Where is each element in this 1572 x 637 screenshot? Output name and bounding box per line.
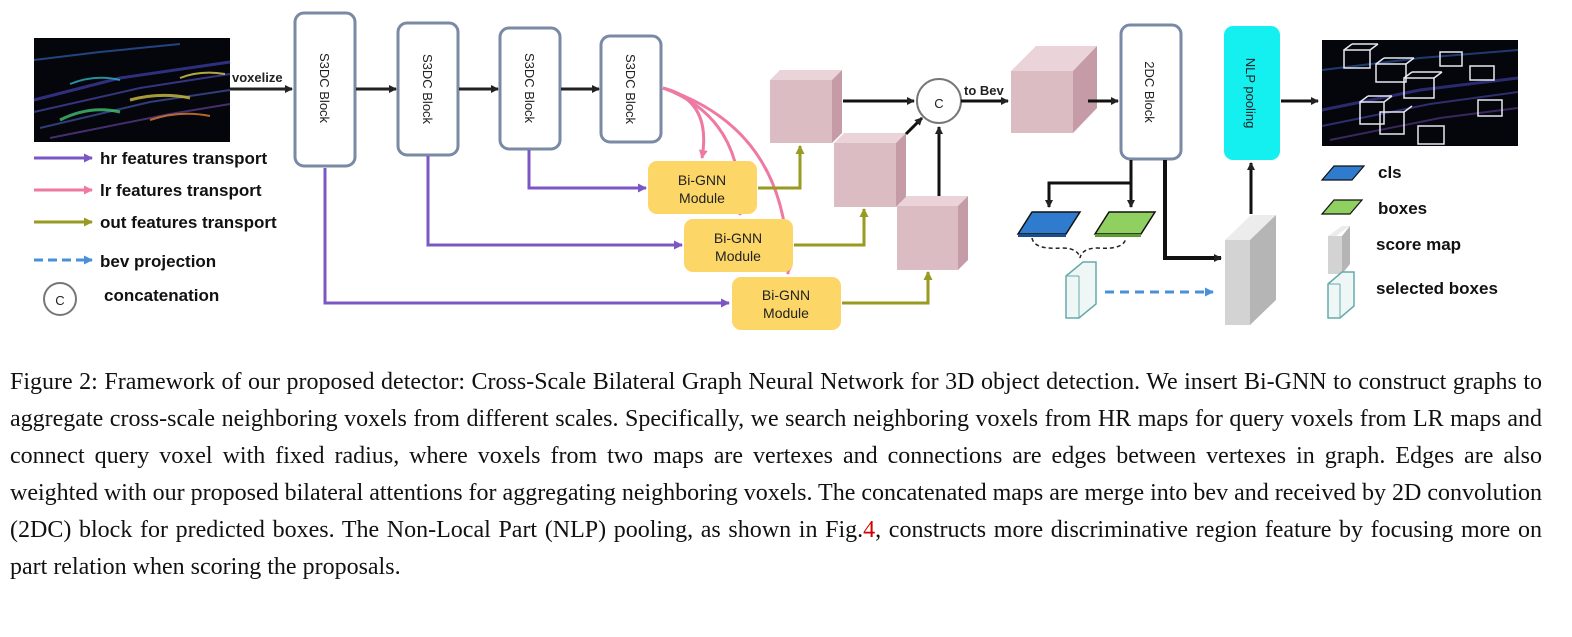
concat-legend-symbol: C (55, 293, 64, 308)
bi-gnn-2-line2: Module (715, 248, 761, 264)
framework-diagram: voxelize S3DC Block S3DC Block S3DC Bloc… (33, 11, 1519, 330)
s3dc-block-1: S3DC Block (293, 11, 357, 168)
bev-feature-cube (1011, 46, 1097, 133)
concatenation-node: C (916, 78, 962, 124)
legend-cls: cls (1378, 163, 1402, 182)
s3dc-block-1-label: S3DC Block (317, 53, 332, 124)
legend-concat: concatenation (104, 286, 219, 305)
s3dc-block-4: S3DC Block (599, 34, 663, 144)
cls-map (1016, 211, 1082, 237)
legend-left: hr features transport lr features transp… (34, 149, 277, 316)
s3dc-block-2-label: S3DC Block (420, 54, 435, 125)
concat-legend-icon (43, 282, 77, 316)
legend-lr: lr features transport (100, 181, 262, 200)
cls-legend-icon (1320, 165, 1366, 181)
2dc-block-label: 2DC Block (1142, 61, 1157, 123)
point-cloud-image (33, 38, 231, 142)
bi-gnn-module-2: Bi-GNN Module (684, 219, 793, 272)
2dc-block: 2DC Block (1119, 23, 1183, 161)
legend-boxes: boxes (1378, 199, 1427, 218)
score-map (1225, 215, 1276, 325)
selected-boxes-map (1065, 261, 1097, 319)
bi-gnn-module-3: Bi-GNN Module (732, 277, 841, 330)
s3dc-block-3-label: S3DC Block (522, 53, 537, 124)
bi-gnn-3-line2: Module (763, 305, 809, 321)
legend-right: cls boxes score map selected boxes (1320, 163, 1498, 319)
concat-symbol: C (934, 96, 943, 111)
bi-gnn-1-line1: Bi-GNN (678, 172, 726, 188)
bi-gnn-3-line1: Bi-GNN (762, 287, 810, 303)
legend-out: out features transport (100, 213, 277, 232)
score-map-legend-icon (1328, 226, 1350, 274)
nlp-pooling-label: NLP pooling (1243, 58, 1258, 129)
feature-cube-1 (770, 70, 842, 143)
bi-gnn-2-line1: Bi-GNN (714, 230, 762, 246)
selected-boxes-legend-icon (1327, 271, 1355, 319)
feature-cube-3 (897, 196, 968, 270)
legend-score-map: score map (1376, 235, 1461, 254)
nlp-pooling-block: NLP pooling (1224, 26, 1280, 160)
bi-gnn-1-line2: Module (679, 190, 725, 206)
s3dc-block-3: S3DC Block (498, 26, 562, 151)
caption-figure-reference-link[interactable]: 4 (863, 517, 876, 543)
caption-text-part2: , constructs more discriminative region … (10, 517, 1542, 580)
figure-caption: Figure 2: Framework of our proposed dete… (10, 364, 1542, 586)
caption-text-part1: Figure 2: Framework of our proposed dete… (10, 369, 1542, 543)
legend-selected-boxes: selected boxes (1376, 279, 1498, 298)
boxes-legend-icon (1320, 199, 1364, 215)
feature-cube-2 (834, 133, 906, 207)
boxes-map (1093, 211, 1157, 237)
s3dc-block-4-label: S3DC Block (623, 54, 638, 125)
voxelize-label: voxelize (232, 70, 283, 85)
detection-result-image (1321, 40, 1519, 146)
bi-gnn-module-1: Bi-GNN Module (648, 161, 757, 214)
legend-bev: bev projection (100, 252, 216, 271)
to-bev-label: to Bev (964, 83, 1005, 98)
legend-hr: hr features transport (100, 149, 268, 168)
s3dc-block-2: S3DC Block (396, 21, 460, 157)
